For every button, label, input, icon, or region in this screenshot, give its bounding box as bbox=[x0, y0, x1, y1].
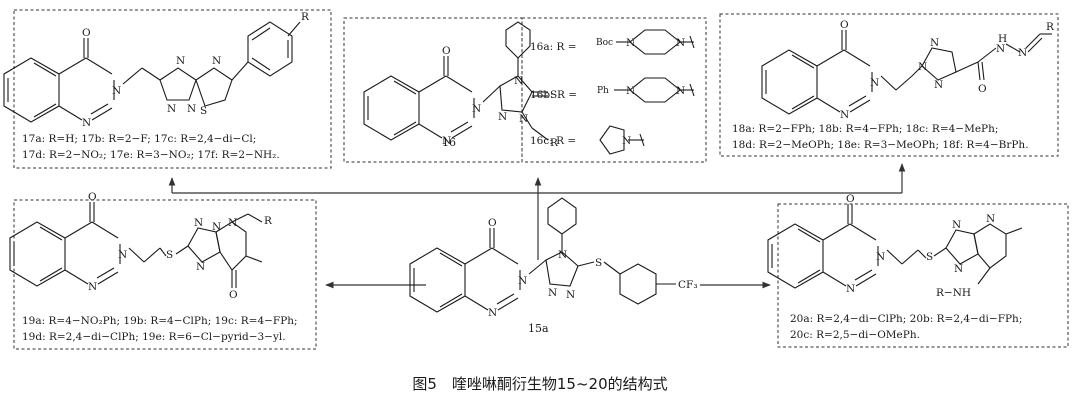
svg-text:16c: R =: 16c: R = bbox=[530, 135, 576, 147]
structure-18: N N N H N N R O 18a: R=2−FPh; 18b: R=4−F… bbox=[732, 18, 1055, 151]
box-20 bbox=[777, 203, 1069, 348]
svg-text:N: N bbox=[498, 111, 507, 123]
svg-text:16a: R =: 16a: R = bbox=[530, 41, 577, 53]
svg-text:N: N bbox=[167, 103, 176, 115]
flow-arrows bbox=[168, 163, 906, 289]
svg-text:O: O bbox=[978, 83, 987, 95]
legend-20-line1: 20a: R=2,4−di−ClPh; 20b: R=2,4−di−FPh; bbox=[790, 313, 1022, 325]
legend-18-line1: 18a: R=2−FPh; 18b: R=4−FPh; 18c: R=4−MeP… bbox=[732, 123, 998, 135]
svg-text:CF₃: CF₃ bbox=[678, 279, 698, 291]
label-15a: 15a bbox=[528, 322, 549, 335]
structure-16: N N N S R 16 bbox=[363, 21, 559, 149]
svg-text:N: N bbox=[622, 135, 631, 147]
svg-text:R: R bbox=[1046, 21, 1055, 33]
svg-text:N: N bbox=[519, 113, 528, 125]
legend-17-line2: 17d: R=2−NO₂; 17e: R=3−NO₂; 17f: R=2−NH₂… bbox=[22, 149, 280, 161]
structure-19: S N N N N R O 19a: R=4−NO₂Ph; 19b: R=4−C… bbox=[9, 190, 298, 343]
svg-text:R: R bbox=[301, 11, 310, 23]
svg-text:N: N bbox=[986, 213, 995, 225]
svg-text:N: N bbox=[676, 37, 685, 49]
svg-text:S: S bbox=[550, 89, 557, 101]
svg-text:N: N bbox=[918, 61, 927, 73]
svg-text:N: N bbox=[558, 249, 567, 261]
svg-text:N: N bbox=[1018, 47, 1027, 59]
svg-text:N: N bbox=[514, 75, 523, 87]
legend-17-line1: 17a: R=H; 17b: R=2−F; 17c: R=2,4−di−Cl; bbox=[22, 133, 256, 145]
svg-text:N: N bbox=[194, 217, 203, 229]
structure-15a: N N N S CF₃ 15a bbox=[409, 197, 698, 335]
svg-text:16b: R =: 16b: R = bbox=[530, 89, 577, 101]
structure-20: S N N N R−NH 20a: R=2,4−di−ClPh; 20b: R=… bbox=[767, 192, 1022, 341]
svg-text:N: N bbox=[187, 103, 196, 115]
box-18 bbox=[719, 13, 1059, 157]
svg-text:N: N bbox=[996, 43, 1005, 55]
svg-text:S: S bbox=[926, 251, 933, 263]
legend-20-line2: 20c: R=2,5−di−OMePh. bbox=[790, 329, 920, 341]
svg-text:R: R bbox=[264, 215, 273, 227]
svg-text:N: N bbox=[934, 79, 943, 91]
structure-17: N N N N S R 17a: R=H; 17b: R=2−F; 17c: R… bbox=[3, 11, 310, 161]
svg-text:N: N bbox=[176, 55, 185, 67]
svg-text:N: N bbox=[566, 289, 575, 301]
label-16: 16 bbox=[442, 136, 456, 149]
box-19 bbox=[13, 199, 317, 350]
svg-text:H: H bbox=[998, 33, 1007, 45]
svg-text:S: S bbox=[200, 105, 207, 117]
svg-text:O: O bbox=[229, 289, 238, 301]
svg-text:R−NH: R−NH bbox=[936, 287, 971, 299]
svg-text:Ph: Ph bbox=[597, 86, 609, 96]
svg-text:N: N bbox=[676, 85, 685, 97]
svg-text:N: N bbox=[930, 37, 939, 49]
svg-text:R: R bbox=[550, 137, 559, 149]
svg-text:S: S bbox=[595, 257, 602, 269]
svg-text:N: N bbox=[626, 85, 635, 97]
figure-caption: 图5 喹唑啉酮衍生物15~20的结构式 bbox=[412, 375, 667, 393]
box-17 bbox=[13, 9, 332, 169]
substituents-16: 16a: R = Boc N N 16b: R = Ph N N 16c: R … bbox=[530, 29, 695, 155]
svg-text:N: N bbox=[952, 219, 961, 231]
svg-text:N: N bbox=[626, 37, 635, 49]
legend-19-line1: 19a: R=4−NO₂Ph; 19b: R=4−ClPh; 19c: R=4−… bbox=[22, 315, 298, 327]
legend-19-line2: 19d: R=2,4−di−ClPh; 19e: R=6−Cl−pyrid−3−… bbox=[22, 331, 286, 343]
legend-18-line2: 18d: R=2−MeOPh; 18e: R=3−MeOPh; 18f: R=4… bbox=[732, 139, 1029, 151]
svg-text:N: N bbox=[548, 287, 557, 299]
svg-text:N: N bbox=[212, 221, 221, 233]
svg-text:Boc: Boc bbox=[596, 38, 613, 48]
svg-text:S: S bbox=[166, 249, 173, 261]
svg-text:N: N bbox=[954, 263, 963, 275]
svg-text:N: N bbox=[228, 217, 237, 229]
svg-text:N: N bbox=[196, 261, 205, 273]
svg-text:N: N bbox=[212, 55, 221, 67]
box-16-subs bbox=[521, 17, 707, 163]
